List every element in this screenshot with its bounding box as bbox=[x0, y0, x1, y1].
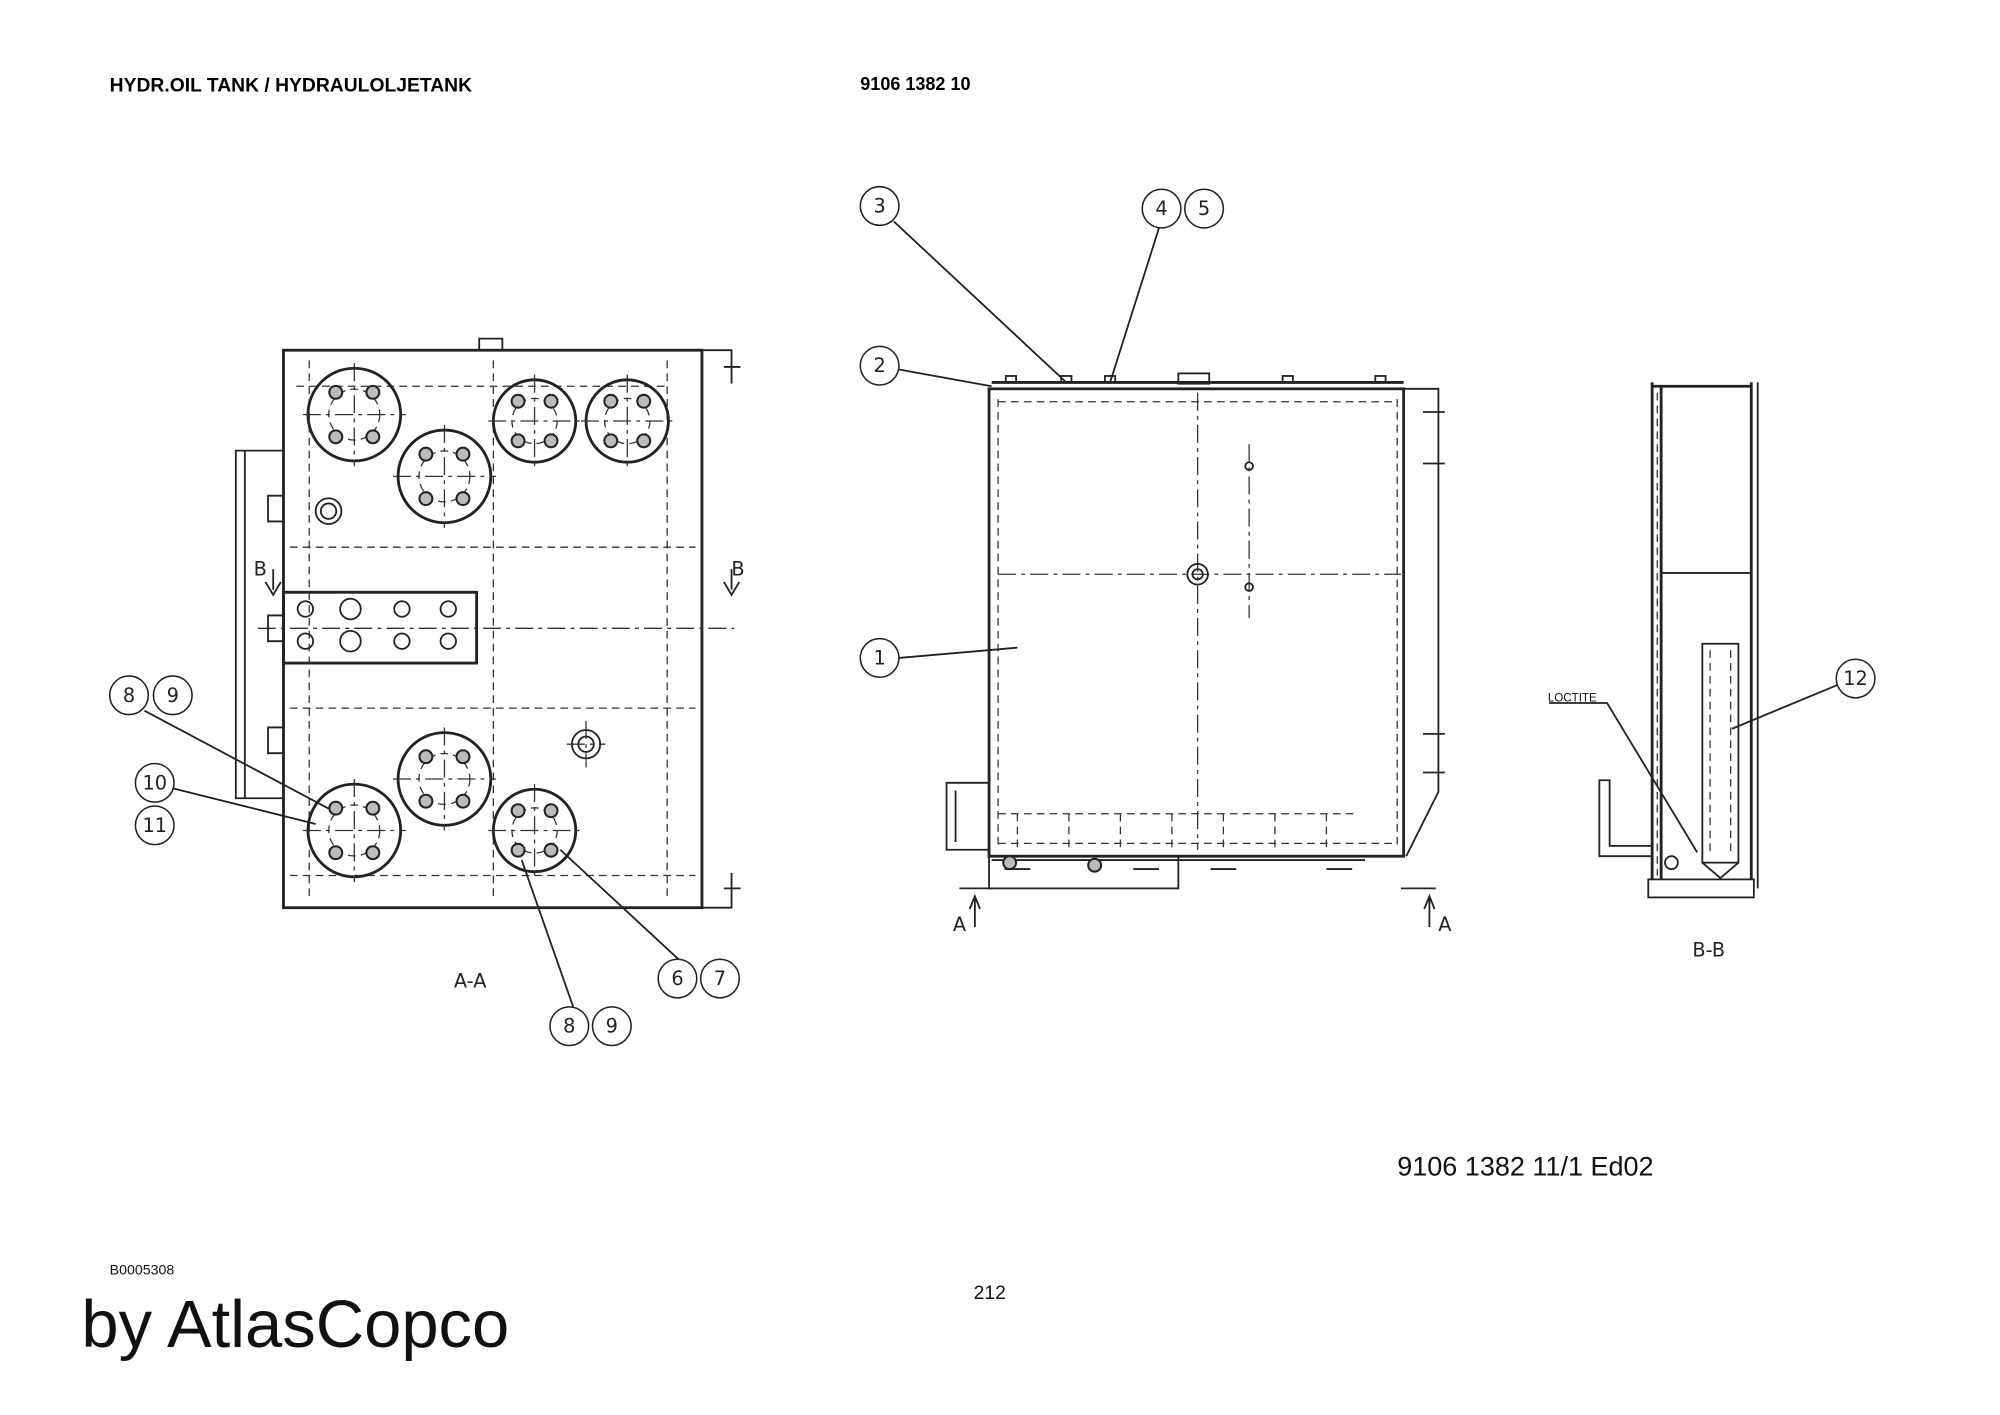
callout-balloon: 2 bbox=[859, 345, 900, 386]
svg-text:8: 8 bbox=[123, 684, 135, 707]
svg-text:12: 12 bbox=[1843, 667, 1868, 690]
bolt-hole-icon bbox=[339, 629, 362, 653]
flange-icon bbox=[392, 424, 496, 528]
bolt-hole-icon bbox=[393, 632, 411, 650]
callout-balloon: 8 bbox=[108, 675, 150, 716]
svg-text:2: 2 bbox=[873, 354, 885, 377]
callout-balloon: 12 bbox=[1835, 658, 1876, 699]
bolt-hole-icon bbox=[393, 600, 411, 618]
section-bb-label: B-B bbox=[1692, 939, 1725, 962]
drawing-number: 9106 1382 11/1 Ed02 bbox=[1397, 1152, 1653, 1182]
bolt-hole-icon bbox=[296, 632, 315, 650]
svg-text:4: 4 bbox=[1155, 197, 1167, 220]
section-view-bb: LOCTITE 12 B-B bbox=[1548, 382, 1876, 962]
section-mark-a-right: A bbox=[1438, 913, 1452, 936]
section-mark-b-left: B bbox=[254, 558, 267, 581]
svg-text:8: 8 bbox=[563, 1015, 575, 1038]
part-number: 9106 1382 10 bbox=[860, 74, 970, 94]
brand-logo-text: by AtlasCopco bbox=[81, 1287, 509, 1362]
flange-icon bbox=[302, 778, 406, 882]
svg-text:5: 5 bbox=[1198, 197, 1210, 220]
svg-text:9: 9 bbox=[167, 684, 179, 707]
callout-balloon: 9 bbox=[152, 675, 193, 716]
bolt-icon bbox=[1004, 375, 1017, 384]
svg-text:9: 9 bbox=[606, 1015, 618, 1038]
bolt-icon bbox=[1104, 375, 1117, 384]
callout-balloon: 6 bbox=[657, 958, 698, 999]
bolt-hole-icon bbox=[439, 632, 457, 650]
flange-icon bbox=[302, 363, 406, 467]
bolt-hole-icon bbox=[339, 597, 362, 621]
callout-balloon: 9 bbox=[591, 1006, 632, 1047]
section-aa-label: A-A bbox=[454, 970, 487, 993]
callout-balloon: 1 bbox=[859, 637, 900, 679]
page-number: 212 bbox=[974, 1283, 1006, 1304]
callout-balloon: 10 bbox=[134, 762, 175, 803]
section-view-aa: B B 8 9 10 11 6 7 8 9 A-A bbox=[108, 337, 745, 1047]
callout-balloon: 11 bbox=[134, 805, 175, 846]
callout-balloon: 4 bbox=[1141, 188, 1182, 229]
callout-balloon: 5 bbox=[1183, 188, 1225, 229]
svg-text:7: 7 bbox=[714, 967, 726, 990]
svg-text:10: 10 bbox=[142, 771, 167, 794]
flange-icon bbox=[488, 374, 581, 468]
section-mark-a-left: A bbox=[953, 913, 967, 936]
svg-text:6: 6 bbox=[671, 967, 683, 990]
bolt-hole-icon bbox=[296, 600, 315, 618]
flange-icon bbox=[488, 784, 581, 877]
front-view: A A 3 4 5 2 1 bbox=[859, 185, 1452, 936]
callout-balloon: 8 bbox=[549, 1006, 590, 1047]
page-title: HYDR.OIL TANK / HYDRAULOLJETANK bbox=[110, 75, 472, 96]
svg-text:11: 11 bbox=[142, 814, 167, 837]
svg-text:1: 1 bbox=[873, 646, 885, 669]
flange-icon bbox=[392, 727, 496, 831]
svg-text:3: 3 bbox=[873, 195, 885, 218]
bolt-icon bbox=[1374, 375, 1387, 384]
image-code: B0005308 bbox=[110, 1263, 175, 1279]
bolt-icon bbox=[1281, 375, 1294, 384]
flange-icon bbox=[580, 374, 674, 468]
callout-balloon: 7 bbox=[699, 958, 741, 999]
section-mark-b-right: B bbox=[731, 558, 744, 581]
loctite-note: LOCTITE bbox=[1548, 693, 1597, 705]
callout-balloon: 3 bbox=[859, 185, 900, 227]
bolt-hole-icon bbox=[439, 600, 457, 618]
